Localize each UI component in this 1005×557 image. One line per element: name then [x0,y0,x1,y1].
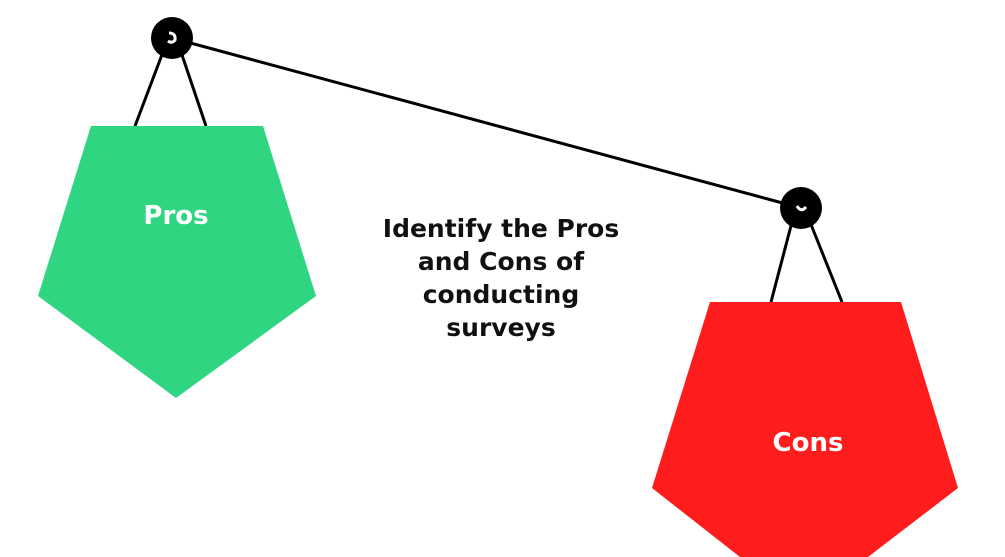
right-string-left [769,221,794,303]
scale-beam [171,36,802,210]
pros-pan [38,126,316,398]
cons-label: Cons [773,428,844,458]
right-pivot-knob [780,187,822,229]
pros-label: Pros [143,201,208,231]
left-string-right [179,51,208,127]
left-pivot-knob [151,17,193,59]
cons-pan [652,302,958,557]
prompt-text: Identify the Pros and Cons of conducting… [382,214,620,342]
left-string-left [133,51,165,127]
right-string-right [808,221,844,303]
